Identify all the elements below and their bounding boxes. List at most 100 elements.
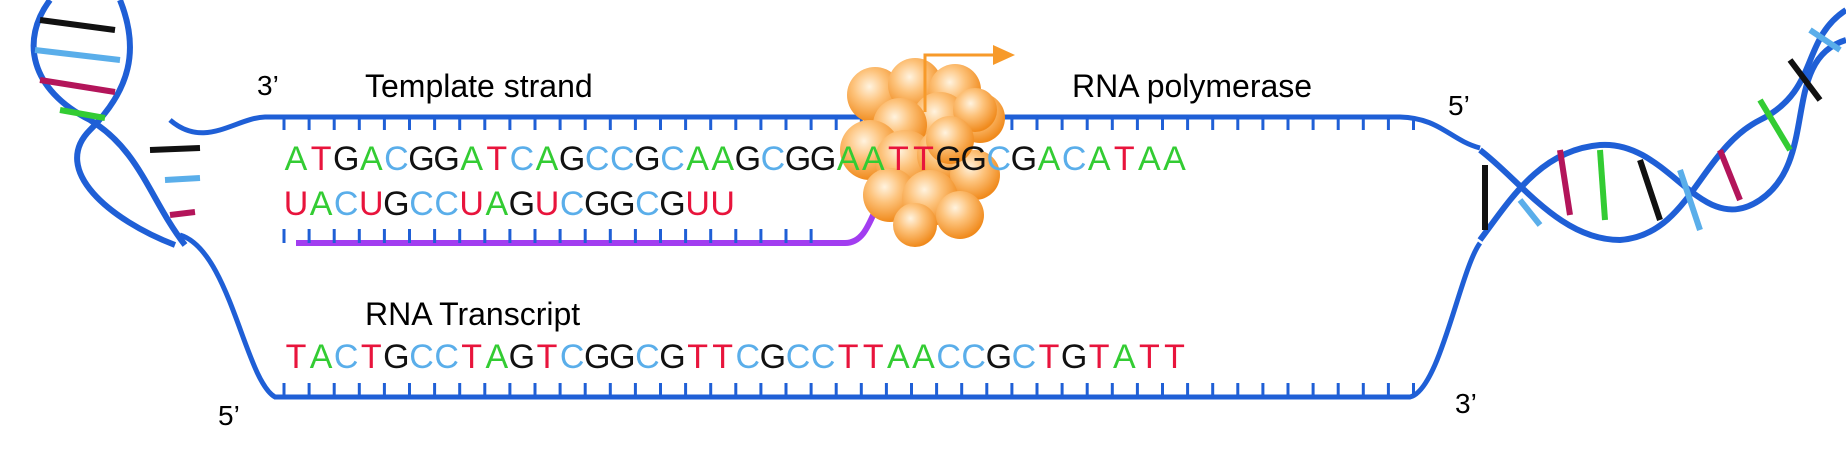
template-strand-base: G [935, 140, 961, 178]
coding-strand-base: T [286, 338, 307, 376]
helix-base-pair [39, 17, 116, 33]
template-strand-label: Template strand [365, 68, 593, 104]
coding-strand-base: T [687, 338, 708, 376]
coding-strand-base: C [1012, 338, 1037, 376]
template-strand-base: G [735, 140, 761, 178]
template-strand-base: T [913, 140, 934, 178]
coding-strand-base: T [461, 338, 482, 376]
rna-base: U [459, 185, 484, 223]
top-left-end-label: 3’ [257, 70, 279, 101]
polymerase-subunit [950, 150, 1000, 200]
coding-strand-base: C [736, 338, 761, 376]
template-strand-base: G [785, 140, 811, 178]
rna-base: A [310, 185, 333, 223]
template-strand-base: G [433, 140, 459, 178]
coding-strand-base: T [1039, 338, 1060, 376]
polymerase-subunit [936, 191, 984, 239]
template-strand-base: C [610, 140, 635, 178]
helix-base-pair [59, 107, 106, 121]
template-strand-base: A [1088, 140, 1111, 178]
coding-strand-base: T [361, 338, 382, 376]
template-strand-base: T [888, 140, 909, 178]
template-strand-base: C [384, 140, 409, 178]
helix-base-pair [34, 47, 121, 63]
template-strand-base: A [837, 140, 860, 178]
helix-base-pair [1677, 169, 1703, 231]
template-strand-base: T [311, 140, 332, 178]
template-strand-base: G [559, 140, 585, 178]
coding-strand-base: T [1089, 338, 1110, 376]
rna-base: C [434, 185, 459, 223]
helix-base-pair [1557, 149, 1573, 216]
helix-base-pair [169, 209, 196, 218]
template-strand-base: C [761, 140, 786, 178]
coding-strand-base: G [509, 338, 535, 376]
coding-strand-base: G [1061, 338, 1087, 376]
bottom-right-end-label: 3’ [1455, 388, 1477, 419]
template-strand-base: T [486, 140, 507, 178]
coding-strand-base: T [863, 338, 884, 376]
template-strand-base: G [1011, 140, 1037, 178]
template-strand-base: C [987, 140, 1012, 178]
coding-strand-base: A [310, 338, 333, 376]
coding-strand-base: C [961, 338, 986, 376]
template-strand-base: A [536, 140, 559, 178]
template-strand-base: G [408, 140, 434, 178]
helix-base-pair [1517, 198, 1543, 227]
helix-backbone [1478, 7, 1846, 244]
rna-base: C [560, 185, 585, 223]
coding-strand-base: C [786, 338, 811, 376]
coding-strand-base: C [811, 338, 836, 376]
template-strand-base: T [1114, 140, 1135, 178]
coding-strand-base: T [1164, 338, 1185, 376]
helix-base-pair [1597, 149, 1608, 221]
rna-polymerase-label: RNA polymerase [1072, 68, 1312, 104]
coding-strand-ticks [282, 383, 1415, 397]
rna-base: G [609, 185, 635, 223]
coding-strand-base: G [986, 338, 1012, 376]
coding-strand-base: C [409, 338, 434, 376]
coding-strand-base: C [434, 338, 459, 376]
template-strand-base: A [360, 140, 383, 178]
helix-base-pair [1757, 98, 1793, 152]
helix-base-pair [1787, 58, 1823, 102]
coding-strand-base: A [485, 338, 508, 376]
coding-strand-base: G [760, 338, 786, 376]
bottom-left-end-label: 5’ [218, 400, 240, 431]
coding-strand-base: T [1139, 338, 1160, 376]
rna-base: U [710, 185, 735, 223]
coding-strand-base: A [1113, 338, 1136, 376]
coding-strand-base: A [912, 338, 935, 376]
coding-strand-base: G [383, 338, 409, 376]
rna-base: G [659, 185, 685, 223]
helix-base-pair [1637, 159, 1663, 221]
template-strand-base: A [711, 140, 734, 178]
coding-strand-base: C [936, 338, 961, 376]
coding-strand-base: C [560, 338, 585, 376]
coding-strand-base: G [659, 338, 685, 376]
coding-strand-base: G [584, 338, 610, 376]
left-dna-helix [30, 0, 201, 248]
template-strand-base: A [686, 140, 709, 178]
rna-base: U [685, 185, 710, 223]
template-strand-base: C [1062, 140, 1087, 178]
coding-strand-base: T [537, 338, 558, 376]
template-strand-base: G [333, 140, 359, 178]
transcription-direction-arrow [923, 45, 1015, 112]
helix-base-pair [149, 145, 201, 153]
rna-base: G [509, 185, 535, 223]
template-strand-base: A [285, 140, 308, 178]
right-dna-helix [1477, 7, 1846, 244]
rna-base: U [284, 185, 309, 223]
helix-base-pair [1808, 27, 1842, 53]
template-strand-backbone [168, 114, 1481, 151]
coding-strand-base: T [838, 338, 859, 376]
helix-base-pair [39, 77, 116, 95]
helix-backbone [1477, 37, 1846, 242]
template-strand-base: C [660, 140, 685, 178]
